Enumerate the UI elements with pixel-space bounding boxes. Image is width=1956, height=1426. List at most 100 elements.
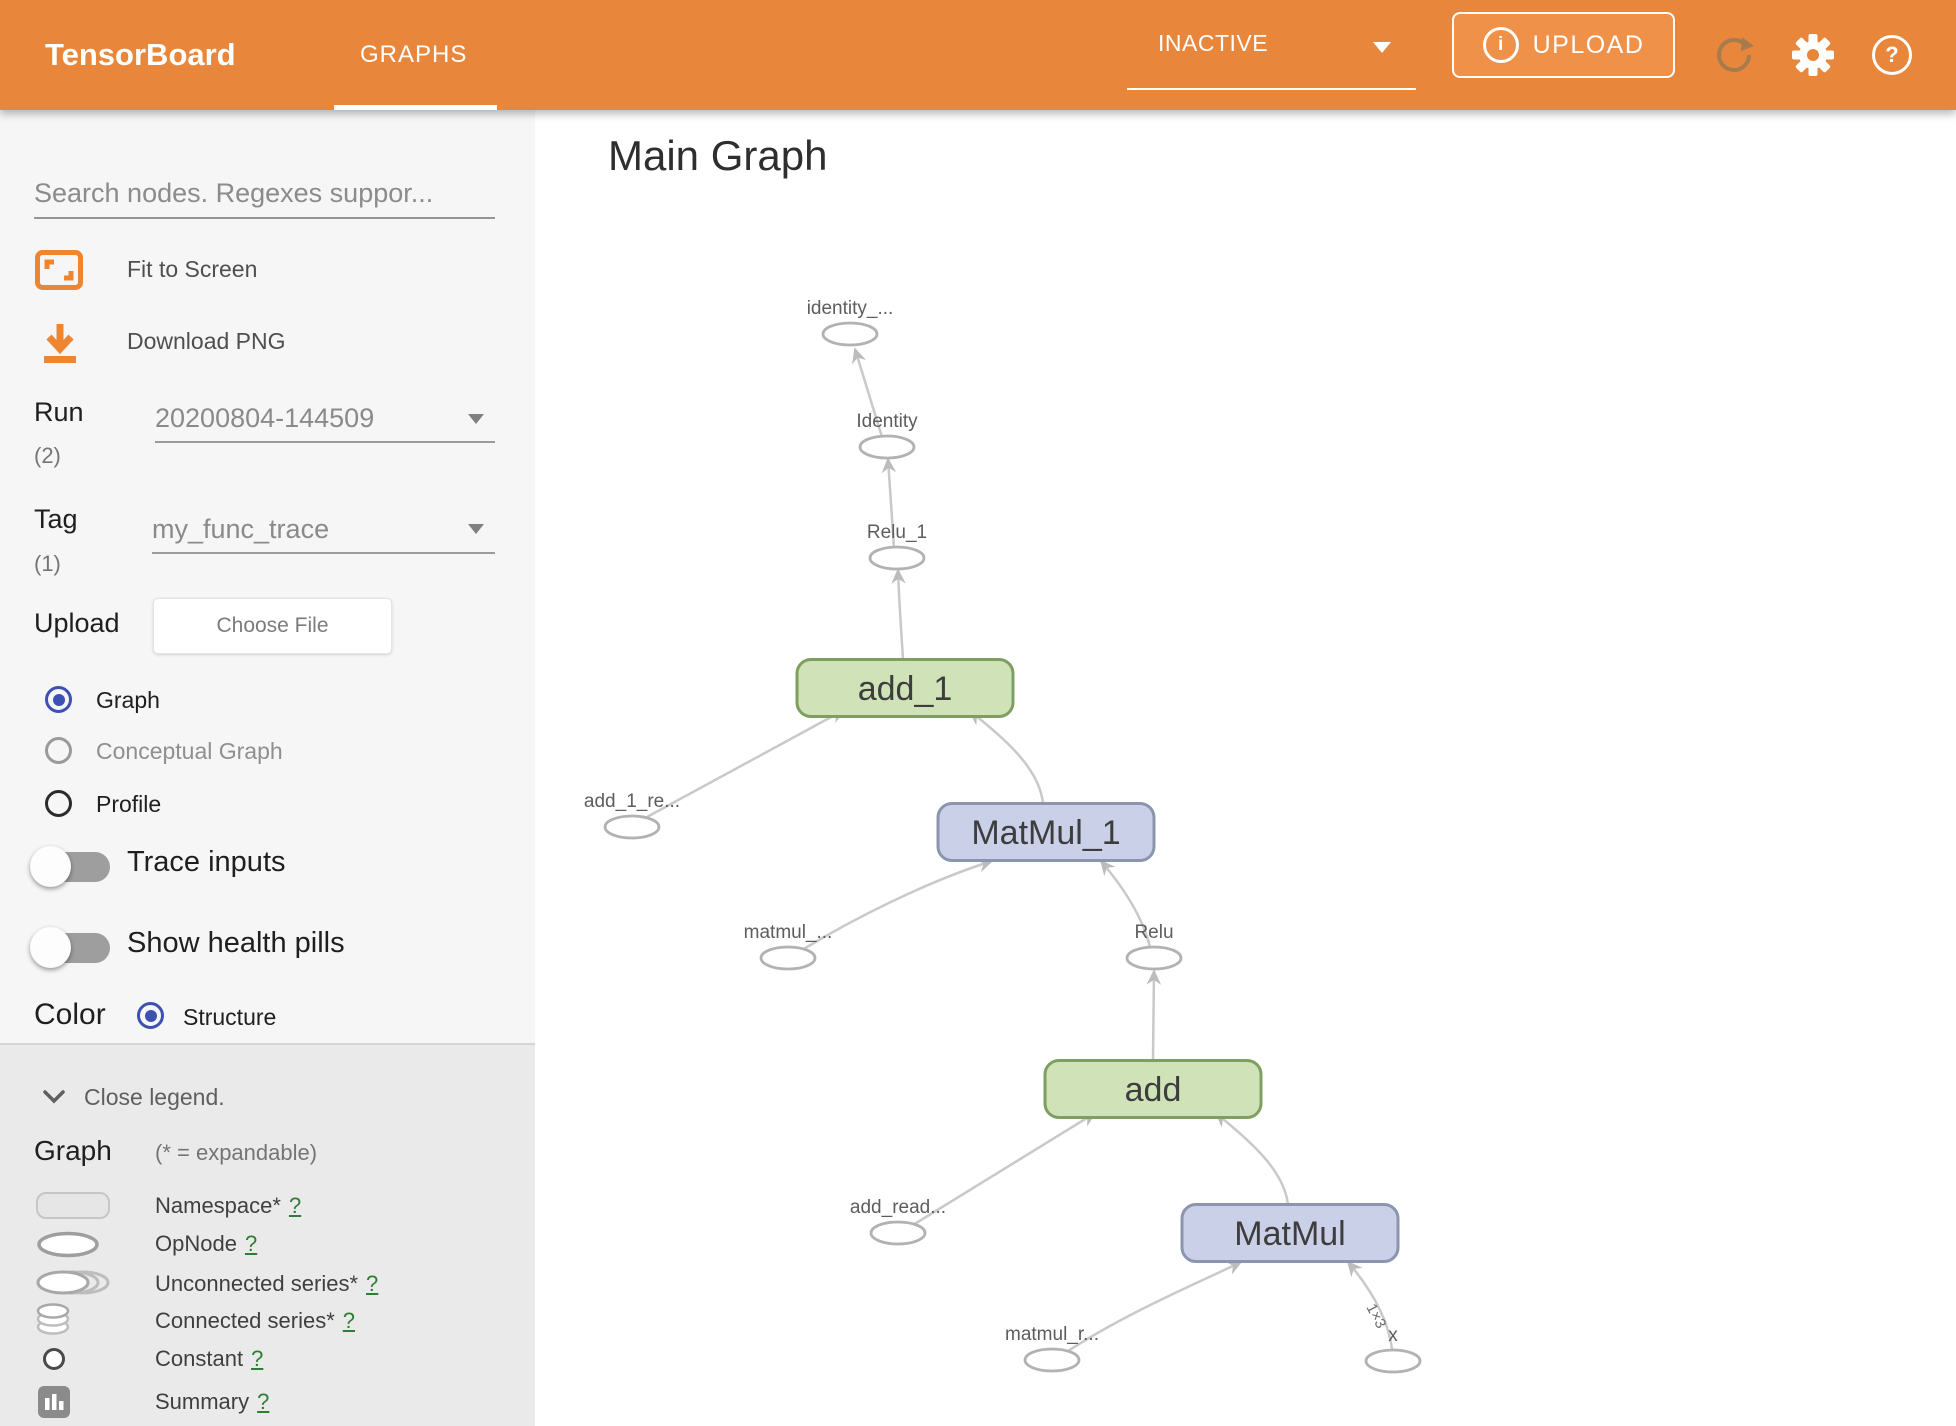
svg-text:add_1_re...: add_1_re... xyxy=(584,791,680,812)
constant-help-link[interactable]: ? xyxy=(251,1346,264,1371)
tag-chevron-down-icon[interactable] xyxy=(468,524,484,534)
svg-text:add_1: add_1 xyxy=(858,670,953,708)
legend-item-connected-series: Connected series*? xyxy=(155,1308,355,1334)
graph-node-add[interactable]: add xyxy=(1043,1059,1263,1119)
run-dropdown[interactable]: 20200804-144509 xyxy=(155,403,375,433)
graph-edge-Relu-to-MatMul_1 xyxy=(1099,859,1152,948)
app-header: TensorBoard GRAPHS INACTIVE i UPLOAD xyxy=(0,0,1956,110)
fit-to-screen-icon[interactable] xyxy=(35,250,83,295)
run-chevron-down-icon[interactable] xyxy=(468,414,484,424)
fit-to-screen-button[interactable]: Fit to Screen xyxy=(127,256,258,282)
graph-edge-MatMul_1-to-add_1 xyxy=(968,709,1045,804)
dropdown-underline xyxy=(1127,88,1416,90)
connected-series-icon xyxy=(36,1303,72,1340)
upload-label: Upload xyxy=(34,608,120,638)
svg-text:Identity: Identity xyxy=(856,411,918,432)
radio-conceptual-graph[interactable] xyxy=(45,737,72,764)
graph-edge-matmul_-to-MatMul_1 xyxy=(801,858,994,952)
gear-icon[interactable] xyxy=(1790,0,1836,110)
graph-edge-Identity-to-identity_out xyxy=(852,347,884,438)
graph-edge-MatMul-to-add xyxy=(1214,1111,1290,1205)
summary-icon xyxy=(38,1386,70,1423)
graph-node-Relu[interactable]: Relu xyxy=(1125,922,1183,971)
namespace-help-link[interactable]: ? xyxy=(288,1193,302,1218)
trace-inputs-toggle-knob[interactable] xyxy=(30,846,71,887)
health-pills-label: Show health pills xyxy=(127,927,345,959)
graph-canvas[interactable]: 1×3 identity_...IdentityRelu_1add_1add_1… xyxy=(535,110,1956,1426)
graph-edge-add-to-Relu xyxy=(1146,969,1162,1061)
download-png-icon[interactable] xyxy=(40,322,80,371)
tag-underline xyxy=(152,552,495,554)
graph-node-Relu_1[interactable]: Relu_1 xyxy=(867,522,927,571)
color-structure-label[interactable]: Structure xyxy=(183,1004,277,1030)
upload-button[interactable]: i UPLOAD xyxy=(1452,12,1675,78)
graph-edge-add_read-to-add xyxy=(912,1111,1097,1227)
svg-text:MatMul_1: MatMul_1 xyxy=(971,814,1120,852)
connected-series-help-link[interactable]: ? xyxy=(342,1308,356,1333)
opnode-help-link[interactable]: ? xyxy=(244,1231,258,1256)
graph-node-x[interactable]: x xyxy=(1364,1325,1422,1374)
svg-text:Relu: Relu xyxy=(1134,922,1173,943)
legend-item-opnode: OpNode? xyxy=(155,1231,257,1257)
constant-icon xyxy=(43,1348,65,1370)
status-dropdown-value: INACTIVE xyxy=(1158,30,1269,56)
svg-text:matmul_r...: matmul_r... xyxy=(1005,1324,1099,1345)
status-dropdown[interactable]: INACTIVE xyxy=(1127,0,1417,110)
color-label: Color xyxy=(34,998,106,1031)
radio-color-structure[interactable] xyxy=(137,1002,164,1029)
svg-text:MatMul: MatMul xyxy=(1234,1215,1345,1253)
close-legend-chevron-icon[interactable] xyxy=(43,1090,65,1109)
unconnected-series-help-link[interactable]: ? xyxy=(366,1271,379,1296)
graph-node-add_1_re[interactable]: add_1_re... xyxy=(584,791,680,840)
page-title: Main Graph xyxy=(608,132,828,179)
tab-graphs[interactable]: GRAPHS xyxy=(360,41,468,68)
opnode-icon xyxy=(36,1231,100,1263)
close-legend-button[interactable]: Close legend. xyxy=(84,1084,225,1110)
graph-edge-matmul_r-to-MatMul xyxy=(1067,1260,1243,1353)
radio-graph[interactable] xyxy=(45,686,72,713)
sidebar: Fit to Screen Download PNG Run (2) 20200… xyxy=(0,110,535,1426)
radio-graph-label[interactable]: Graph xyxy=(96,687,160,713)
health-pills-toggle-knob[interactable] xyxy=(30,927,71,968)
legend-label: Summary xyxy=(155,1389,250,1414)
summary-help-link[interactable]: ? xyxy=(257,1389,270,1414)
legend-label: Constant xyxy=(155,1346,244,1371)
download-png-button[interactable]: Download PNG xyxy=(127,328,286,354)
run-label: Run xyxy=(34,397,84,427)
graph-node-MatMul[interactable]: MatMul xyxy=(1180,1203,1400,1263)
graph-node-add_read[interactable]: add_read... xyxy=(850,1197,946,1246)
tag-dropdown[interactable]: my_func_trace xyxy=(152,514,330,544)
legend-label: OpNode xyxy=(155,1231,237,1256)
search-input[interactable] xyxy=(34,169,495,219)
graph-node-MatMul_1[interactable]: MatMul_1 xyxy=(936,802,1156,862)
radio-profile[interactable] xyxy=(45,790,72,817)
radio-profile-label[interactable]: Profile xyxy=(96,791,162,817)
chevron-down-icon xyxy=(1373,42,1391,53)
legend-item-summary: Summary? xyxy=(155,1389,269,1415)
run-count: (2) xyxy=(34,443,61,468)
graph-node-matmul_r[interactable]: matmul_r... xyxy=(1005,1324,1099,1373)
legend-item-unconnected-series: Unconnected series*? xyxy=(155,1271,378,1297)
graph-edge-x-to-MatMul xyxy=(1346,1260,1394,1350)
info-icon: i xyxy=(1482,27,1519,63)
graph-node-add_1[interactable]: add_1 xyxy=(795,658,1015,718)
legend-item-constant: Constant? xyxy=(155,1346,263,1372)
graph-edge-add_1_re-to-add_1 xyxy=(646,708,846,819)
graph-node-identity_out[interactable]: identity_... xyxy=(807,298,894,347)
svg-text:add_read...: add_read... xyxy=(850,1197,946,1218)
tag-label: Tag xyxy=(34,504,78,534)
help-icon[interactable]: ? xyxy=(1872,0,1912,110)
refresh-icon[interactable] xyxy=(1712,0,1756,110)
tensorboard-logo: TensorBoard xyxy=(45,37,236,72)
graph-edge-Relu_1-to-Identity xyxy=(881,457,897,549)
radio-conceptual-graph-label[interactable]: Conceptual Graph xyxy=(96,738,283,764)
upload-button-label: UPLOAD xyxy=(1532,30,1645,59)
legend-heading-note: (* = expandable) xyxy=(155,1140,318,1165)
legend-heading: Graph xyxy=(34,1135,112,1166)
choose-file-button[interactable]: Choose File xyxy=(153,598,392,654)
graph-node-matmul_[interactable]: matmul_... xyxy=(744,922,833,971)
svg-text:Relu_1: Relu_1 xyxy=(867,522,927,543)
svg-text:identity_...: identity_... xyxy=(807,298,894,319)
graph-node-Identity[interactable]: Identity xyxy=(856,411,918,460)
